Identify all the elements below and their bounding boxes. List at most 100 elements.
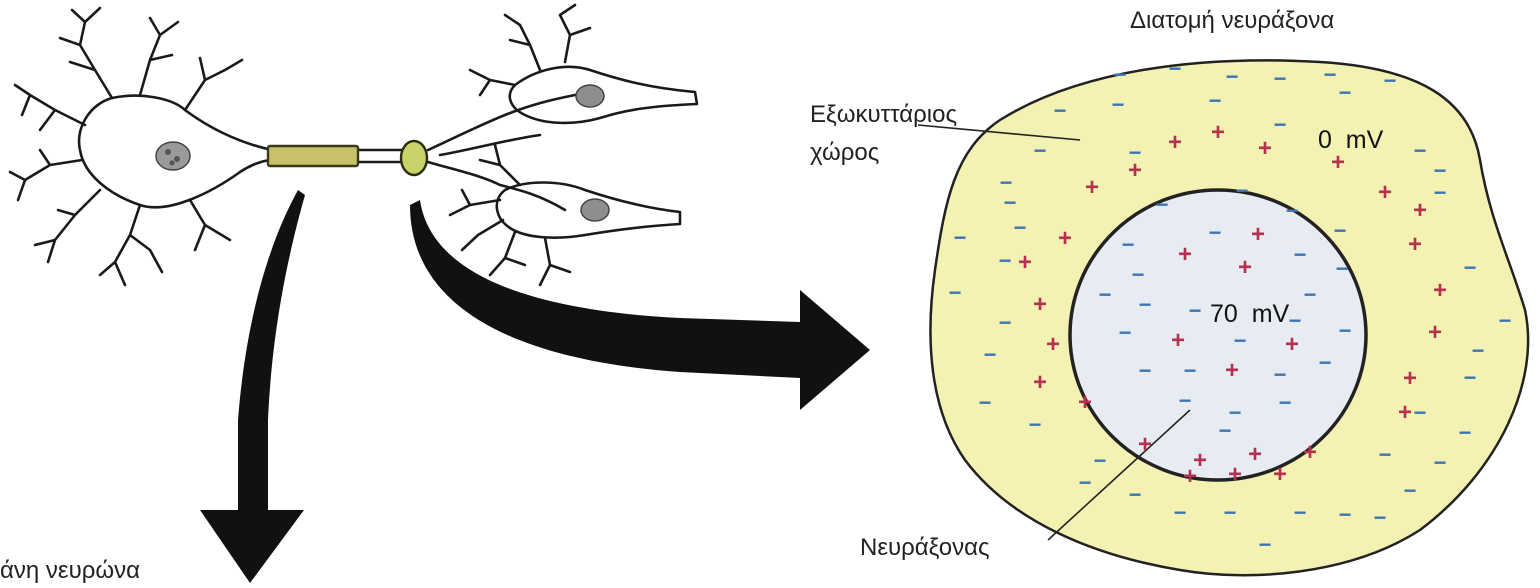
postsynaptic-nucleus-lower (581, 199, 609, 221)
positive-charge-icon: + (1171, 327, 1185, 354)
positive-charge-icon: + (1128, 157, 1142, 184)
positive-charge-icon: + (1238, 254, 1252, 281)
negative-charge-icon: − (1139, 358, 1152, 383)
negative-charge-icon: − (1274, 362, 1287, 387)
axon-label: Νευράξονας (860, 534, 990, 561)
arrow-right (410, 200, 870, 410)
outer-potential-label: 0 mV (1318, 126, 1384, 154)
positive-charge-icon: + (1183, 463, 1197, 490)
negative-charge-icon: − (1286, 198, 1299, 223)
positive-charge-icon: + (1033, 369, 1047, 396)
negative-charge-icon: − (1336, 256, 1349, 281)
negative-charge-icon: − (1499, 308, 1512, 333)
negative-charge-icon: − (1156, 192, 1169, 217)
negative-charge-icon: − (1014, 215, 1027, 240)
negative-charge-icon: − (1374, 505, 1387, 530)
positive-charge-icon: + (1211, 119, 1225, 146)
negative-charge-icon: − (1379, 442, 1392, 467)
positive-charge-icon: + (1058, 225, 1072, 252)
inner-potential-label: 70 mV (1210, 300, 1290, 328)
negative-charge-icon: − (1094, 448, 1107, 473)
positive-charge-icon: + (1433, 277, 1447, 304)
negative-charge-icon: − (1054, 98, 1067, 123)
extracellular-label-line1: Εξωκυττάριος (810, 101, 957, 128)
negative-charge-icon: − (1004, 190, 1017, 215)
positive-charge-icon: + (1046, 331, 1060, 358)
negative-charge-icon: − (1472, 338, 1485, 363)
positive-charge-icon: + (1428, 319, 1442, 346)
negative-charge-icon: − (1279, 390, 1292, 415)
positive-charge-icon: + (1078, 389, 1092, 416)
negative-charge-icon: − (1334, 218, 1347, 243)
negative-charge-icon: − (1079, 470, 1092, 495)
negative-charge-icon: − (1414, 400, 1427, 425)
arrow-down (200, 190, 305, 583)
positive-charge-icon: + (1178, 241, 1192, 268)
positive-charge-icon: + (1285, 331, 1299, 358)
positive-charge-icon: + (1303, 439, 1317, 466)
presynaptic-dendrites (10, 8, 242, 285)
negative-charge-icon: − (999, 248, 1012, 273)
negative-charge-icon: − (1234, 328, 1247, 353)
axon-terminal (401, 141, 427, 175)
positive-charge-icon: + (1403, 365, 1417, 392)
negative-charge-icon: − (1209, 220, 1222, 245)
negative-charge-icon: − (1339, 502, 1352, 527)
negative-charge-icon: − (1339, 318, 1352, 343)
negative-charge-icon: − (1226, 64, 1239, 89)
negative-charge-icon: − (1219, 418, 1232, 443)
cross-section-title: Διατομή νευράξονα (1130, 7, 1334, 34)
positive-charge-icon: + (1225, 357, 1239, 384)
negative-charge-icon: − (984, 342, 997, 367)
negative-charge-icon: − (1339, 80, 1352, 105)
postsynaptic-nucleus-upper (576, 85, 604, 107)
negative-charge-icon: − (1294, 500, 1307, 525)
negative-charge-icon: − (1179, 388, 1192, 413)
negative-charge-icon: − (1099, 282, 1112, 307)
negative-charge-icon: − (1434, 450, 1447, 475)
positive-charge-icon: + (1408, 231, 1422, 258)
negative-charge-icon: − (1274, 66, 1287, 91)
negative-charge-icon: − (1129, 482, 1142, 507)
negative-charge-icon: − (1174, 500, 1187, 525)
negative-charge-icon: − (1189, 298, 1202, 323)
negative-charge-icon: − (1112, 92, 1125, 117)
presynaptic-nucleus (156, 142, 190, 170)
positive-charge-icon: + (1251, 221, 1265, 248)
positive-charge-icon: + (1258, 135, 1272, 162)
negative-charge-icon: − (1304, 282, 1317, 307)
extracellular-label-line2: χώρος (810, 139, 879, 166)
negative-charge-icon: − (1132, 262, 1145, 287)
negative-charge-icon: − (1119, 320, 1132, 345)
negative-charge-icon: − (1289, 308, 1302, 333)
neuron-illustration (10, 5, 697, 285)
positive-charge-icon: + (1248, 441, 1262, 468)
negative-charge-icon: − (1404, 478, 1417, 503)
negative-charge-icon: − (999, 310, 1012, 335)
negative-charge-icon: − (1464, 365, 1477, 390)
negative-charge-icon: − (1464, 255, 1477, 280)
negative-charge-icon: − (1294, 242, 1307, 267)
negative-charge-icon: − (1139, 292, 1152, 317)
negative-charge-icon: − (1209, 88, 1222, 113)
negative-charge-icon: − (1029, 412, 1042, 437)
positive-charge-icon: + (1378, 179, 1392, 206)
negative-charge-icon: − (1259, 532, 1272, 557)
negative-charge-icon: − (1169, 56, 1182, 81)
negative-charge-icon: − (1414, 138, 1427, 163)
negative-charge-icon: − (1224, 500, 1237, 525)
positive-charge-icon: + (1033, 291, 1047, 318)
negative-charge-icon: − (1434, 180, 1447, 205)
negative-charge-icon: − (1459, 420, 1472, 445)
negative-charge-icon: − (1114, 62, 1127, 87)
neuron-caption: άνη νευρώνα (0, 557, 140, 583)
negative-charge-icon: − (1184, 358, 1197, 383)
negative-charge-icon: − (1319, 350, 1332, 375)
negative-charge-icon: − (1274, 112, 1287, 137)
positive-charge-icon: + (1413, 197, 1427, 224)
positive-charge-icon: + (1228, 461, 1242, 488)
negative-charge-icon: − (1034, 138, 1047, 163)
negative-charge-icon: − (979, 390, 992, 415)
